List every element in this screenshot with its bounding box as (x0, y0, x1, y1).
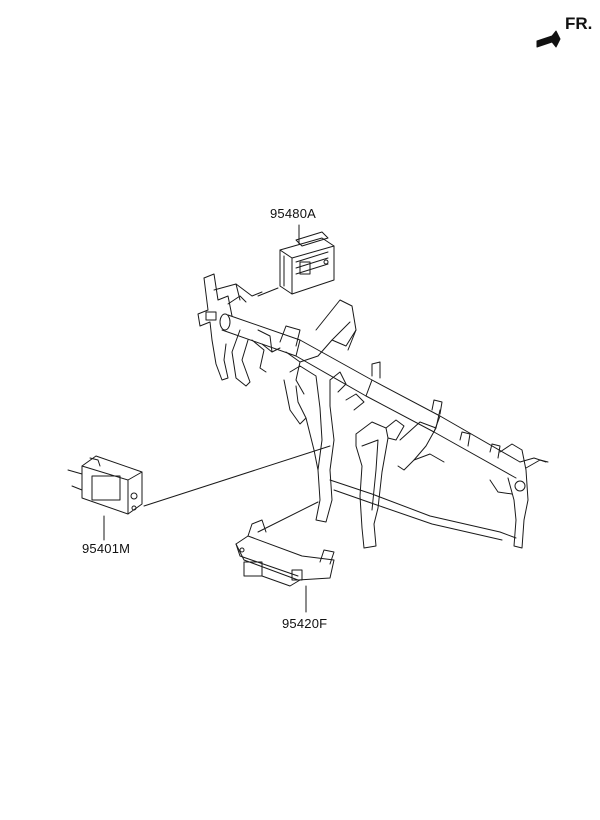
part-number-95480a: 95480A (270, 206, 317, 221)
leader-line-95401m-to-frame (143, 445, 331, 507)
module-95480a (279, 231, 335, 295)
module-95401m (67, 455, 143, 515)
leader-line-95420f-to-frame (257, 501, 319, 533)
module-95420f (235, 519, 335, 587)
leader-line-95480a-to-frame (257, 287, 279, 297)
part-number-95420f: 95420F (282, 616, 328, 631)
front-direction-arrow-icon (536, 30, 561, 48)
part-number-95401m: 95401M (82, 541, 131, 556)
front-direction-label: FR. (565, 14, 593, 33)
cowl-crossbar-frame (197, 273, 549, 549)
